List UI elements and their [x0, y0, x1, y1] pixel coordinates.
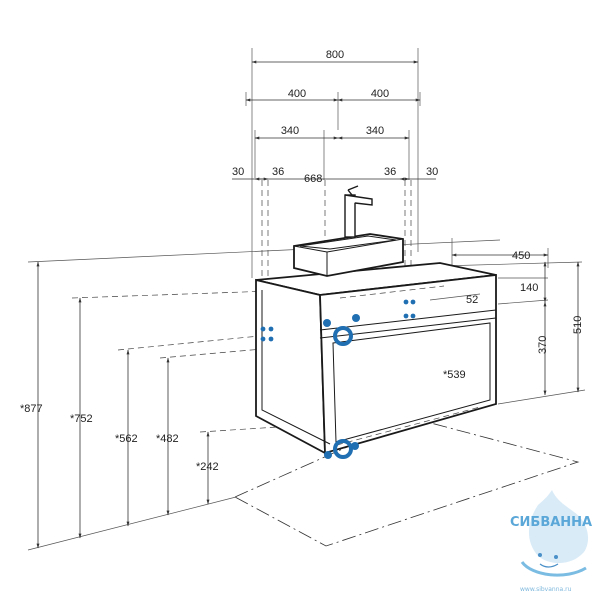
hidden-bottom — [336, 406, 481, 446]
dim-370: 370 — [537, 336, 549, 354]
connection-points — [260, 299, 416, 459]
bathtub-icon — [520, 560, 587, 577]
dim-539: *539 — [443, 369, 466, 381]
dim-482: *482 — [156, 433, 179, 445]
leader-52 — [429, 293, 481, 301]
dim-36-left: 36 — [272, 166, 284, 178]
dim-800: 800 — [326, 49, 344, 61]
dim-52: 52 — [466, 294, 478, 306]
dim-400-right: 400 — [371, 88, 389, 100]
dim-752: *752 — [70, 413, 93, 425]
dim-450: 450 — [512, 250, 530, 262]
drawer-top — [319, 309, 497, 331]
cabinet-front — [319, 273, 497, 455]
dim-242: *242 — [196, 461, 219, 473]
dim-340-left: 340 — [281, 125, 299, 137]
cabinet — [255, 262, 497, 455]
dim-668: 668 — [304, 173, 322, 185]
open-shelf — [332, 322, 491, 443]
vessel-sink — [293, 233, 404, 277]
dim-36-right: 36 — [384, 166, 396, 178]
dim-400-left: 400 — [288, 88, 306, 100]
dim-510: 510 — [572, 316, 584, 334]
dim-140: 140 — [520, 282, 538, 294]
hidden-edge — [339, 285, 445, 299]
dim-340-right: 340 — [366, 125, 384, 137]
faucet — [344, 185, 373, 238]
dim-30-right: 30 — [426, 166, 438, 178]
cabinet-side — [255, 278, 326, 455]
brand-name: СИБВАННА — [510, 515, 592, 530]
dim-877: *877 — [20, 403, 43, 415]
dim-562: *562 — [115, 433, 138, 445]
brand-url: www.sibvanna.ru — [520, 586, 572, 593]
water-drop-icon — [528, 490, 589, 564]
brand-logo: СИБВАННА www.sibvanna.ru — [510, 490, 592, 593]
dim-30-left: 30 — [232, 166, 244, 178]
